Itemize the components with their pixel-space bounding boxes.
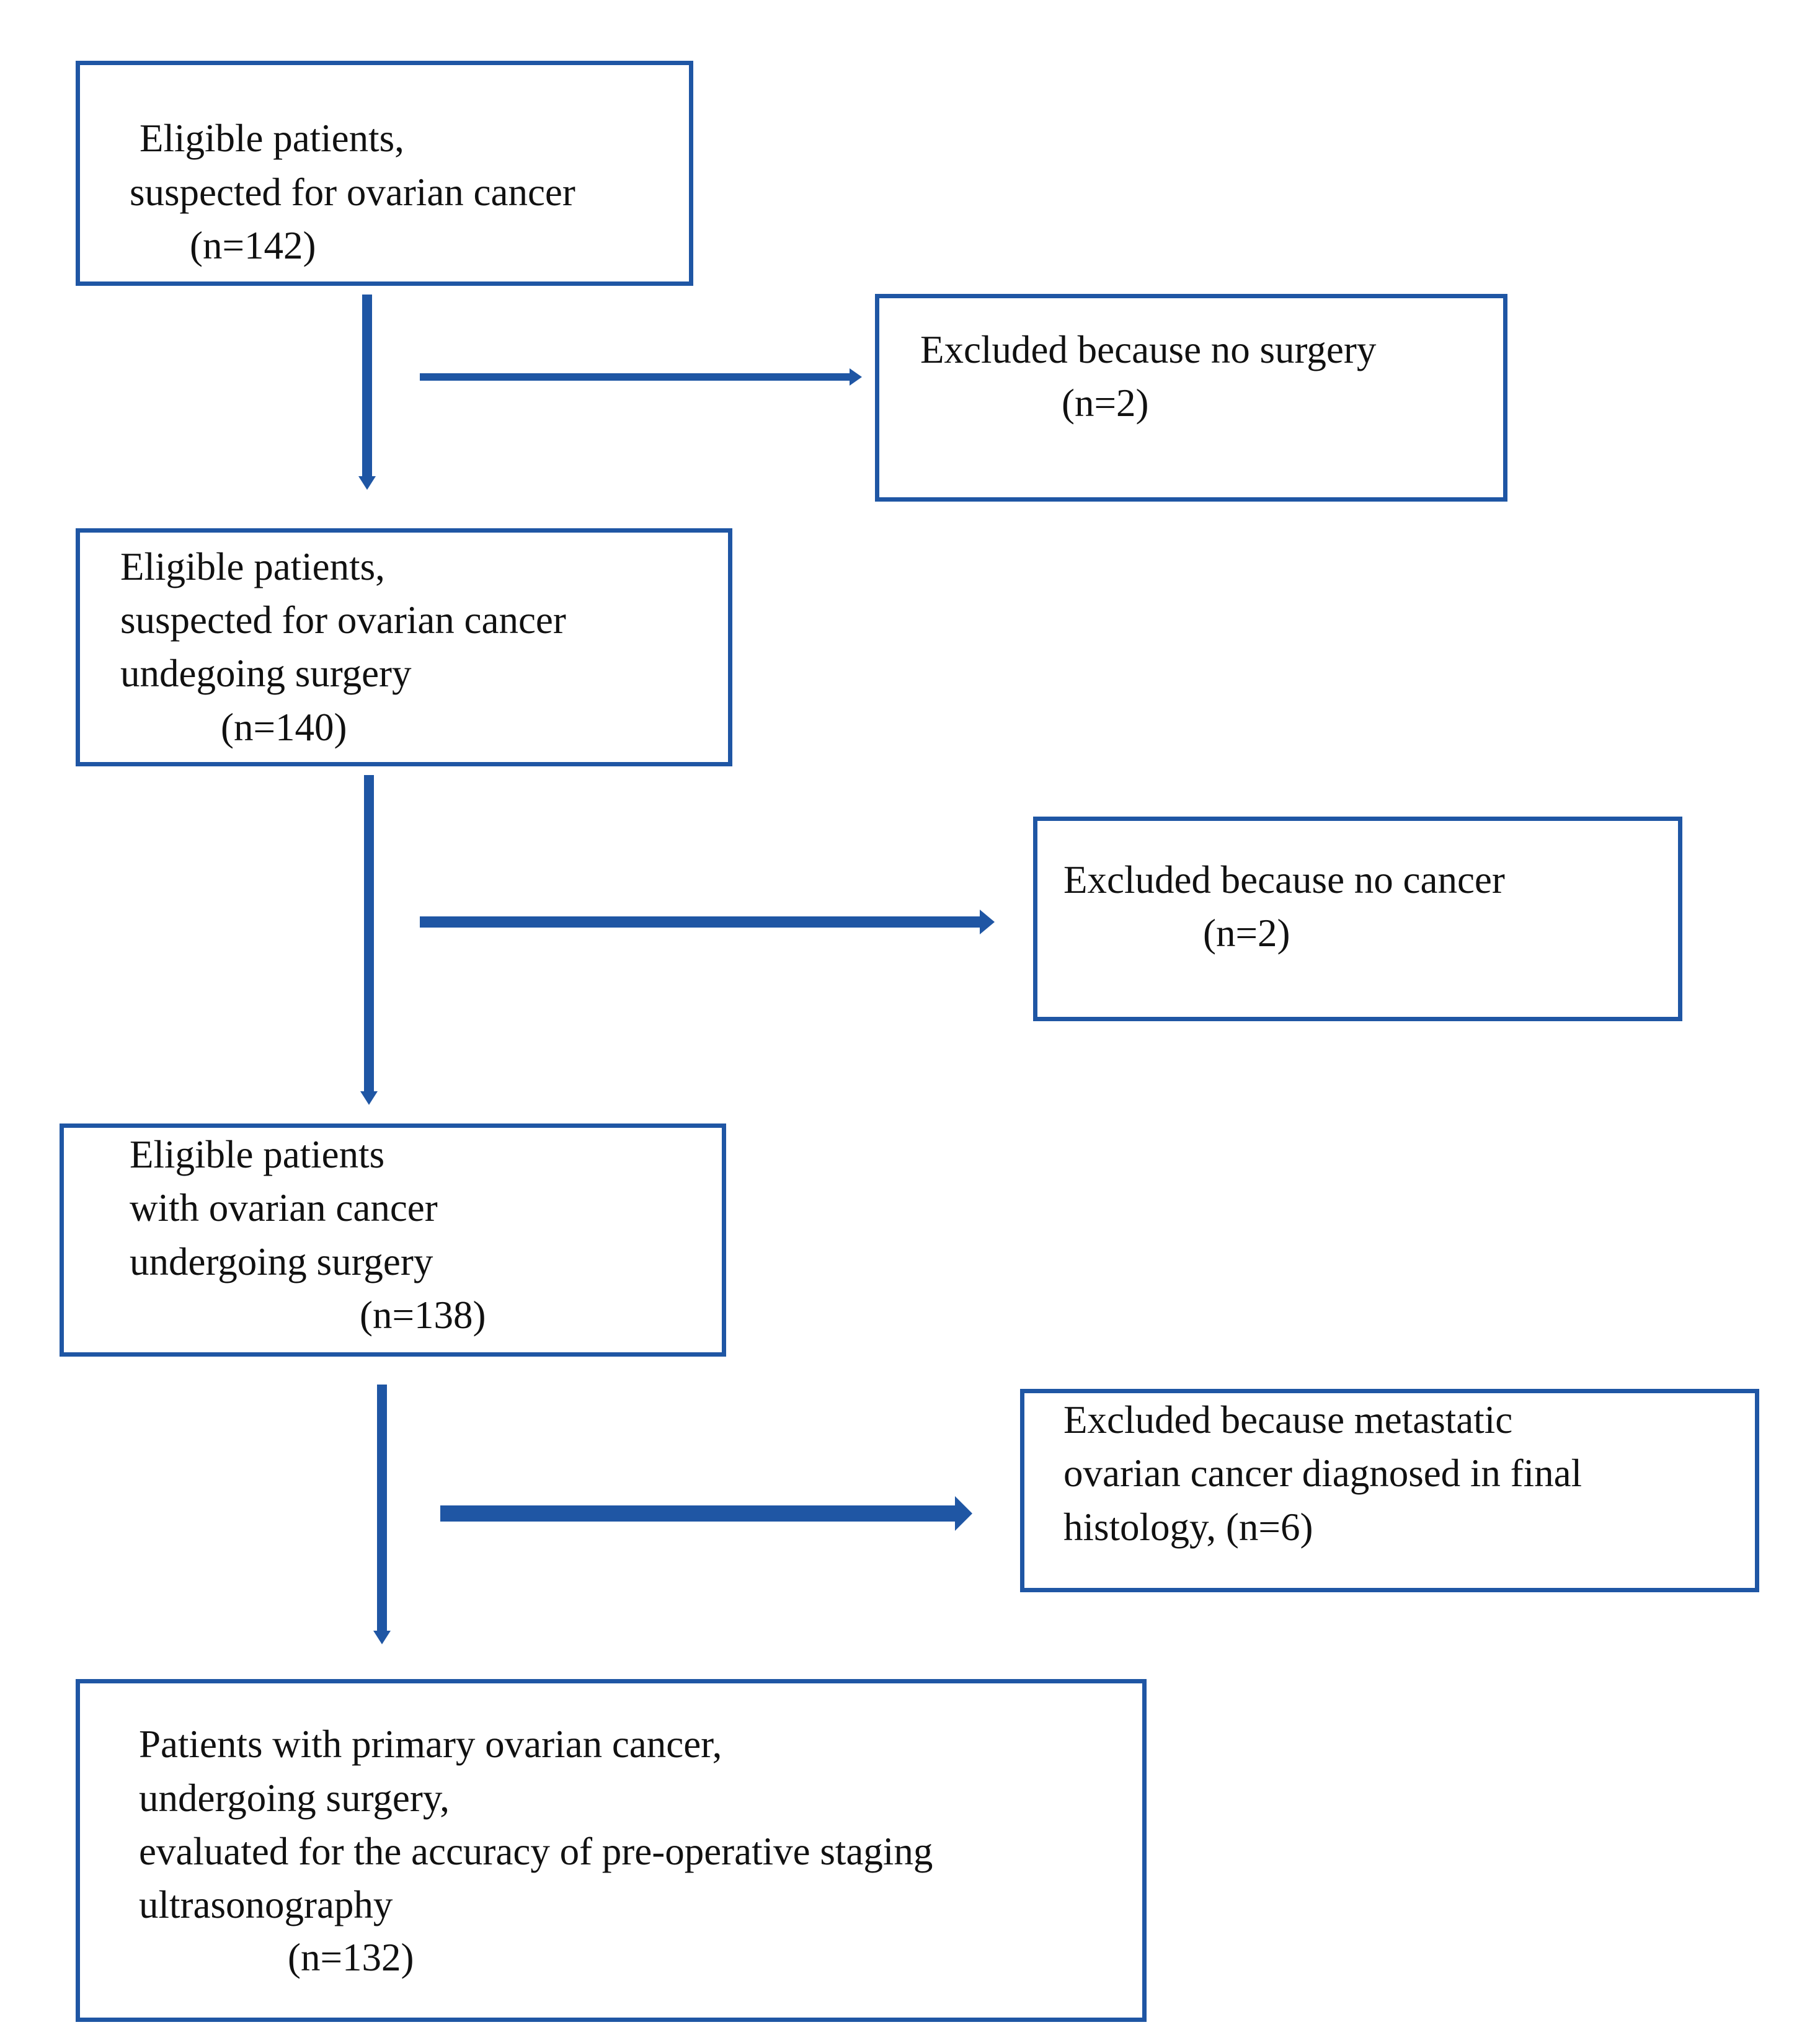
box-count: (n=2) bbox=[1062, 381, 1149, 425]
box-line: ovarian cancer diagnosed in final bbox=[1063, 1451, 1583, 1495]
box-line: Eligible patients, bbox=[140, 117, 404, 160]
box-line: undergoing surgery, bbox=[139, 1776, 450, 1820]
box-count: (n=2) bbox=[1203, 911, 1290, 955]
box-final-primary-cancer: Patients with primary ovarian cancer, un… bbox=[76, 1679, 1147, 2022]
box-line: suspected for ovarian cancer bbox=[130, 171, 575, 214]
box-line: ultrasonography bbox=[139, 1883, 393, 1926]
box-line: suspected for ovarian cancer bbox=[120, 598, 566, 642]
box-line: Excluded because no surgery bbox=[920, 328, 1377, 371]
box-excluded-no-cancer: Excluded because no cancer (n=2) bbox=[1033, 817, 1682, 1021]
box-line: Eligible patients, bbox=[120, 545, 385, 588]
arrow-down-2 bbox=[360, 775, 378, 1105]
arrow-down-1 bbox=[358, 295, 376, 490]
arrow-down-3 bbox=[373, 1385, 391, 1644]
box-count: (n=138) bbox=[360, 1293, 486, 1337]
box-eligible-suspected: Eligible patients, suspected for ovarian… bbox=[76, 61, 693, 286]
box-line: undegoing surgery bbox=[120, 652, 412, 695]
box-excluded-metastatic: Excluded because metastatic ovarian canc… bbox=[1020, 1389, 1759, 1592]
box-line: Excluded because no cancer bbox=[1063, 858, 1505, 902]
box-line: with ovarian cancer bbox=[130, 1186, 438, 1230]
arrow-right-2 bbox=[420, 910, 995, 934]
box-line: Patients with primary ovarian cancer, bbox=[139, 1722, 722, 1766]
box-line: evaluated for the accuracy of pre-operat… bbox=[139, 1830, 933, 1873]
arrow-right-3 bbox=[440, 1496, 972, 1531]
box-line: undergoing surgery bbox=[130, 1240, 433, 1283]
box-count: (n=140) bbox=[221, 706, 347, 749]
box-count: (n=142) bbox=[190, 224, 316, 267]
box-line: Excluded because metastatic bbox=[1063, 1398, 1513, 1442]
box-eligible-with-cancer: Eligible patients with ovarian cancer un… bbox=[60, 1123, 726, 1357]
box-excluded-no-surgery: Excluded because no surgery (n=2) bbox=[875, 294, 1507, 502]
box-count: (n=132) bbox=[288, 1936, 414, 1979]
box-eligible-undergoing-surgery: Eligible patients, suspected for ovarian… bbox=[76, 528, 732, 766]
arrow-right-1 bbox=[420, 368, 862, 386]
box-line: histology, (n=6) bbox=[1063, 1505, 1313, 1549]
box-line: Eligible patients bbox=[130, 1133, 385, 1176]
